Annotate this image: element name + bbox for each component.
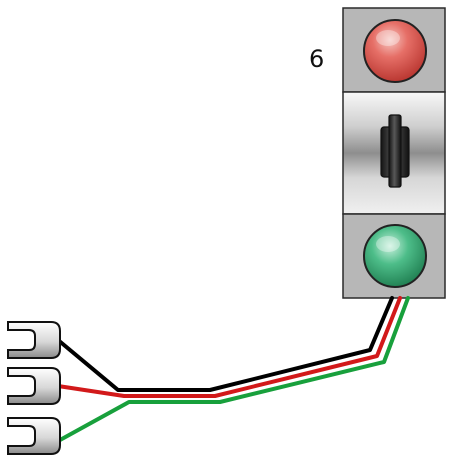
wire-harness — [56, 296, 410, 442]
toggle-switch-icon — [380, 114, 410, 188]
spade-terminal-icon — [7, 417, 61, 455]
connector-group — [7, 321, 61, 455]
spade-terminal-icon — [7, 321, 61, 359]
red-wire — [56, 296, 402, 398]
red-light-icon — [363, 19, 427, 83]
green-wire — [58, 296, 410, 442]
spade-terminal-icon-shape — [7, 417, 61, 455]
spade-terminal-icon-shape — [7, 367, 61, 405]
red-light-highlight-icon — [376, 30, 400, 46]
toggle-switch-lever-icon — [388, 114, 402, 188]
module-number-label: 6 — [309, 45, 324, 73]
switch-module — [342, 7, 446, 299]
black-wire — [56, 296, 394, 392]
spade-terminal-icon-shape — [7, 321, 61, 359]
green-light-icon — [363, 224, 427, 288]
green-light-highlight-icon — [376, 236, 400, 252]
spade-terminal-icon — [7, 367, 61, 405]
